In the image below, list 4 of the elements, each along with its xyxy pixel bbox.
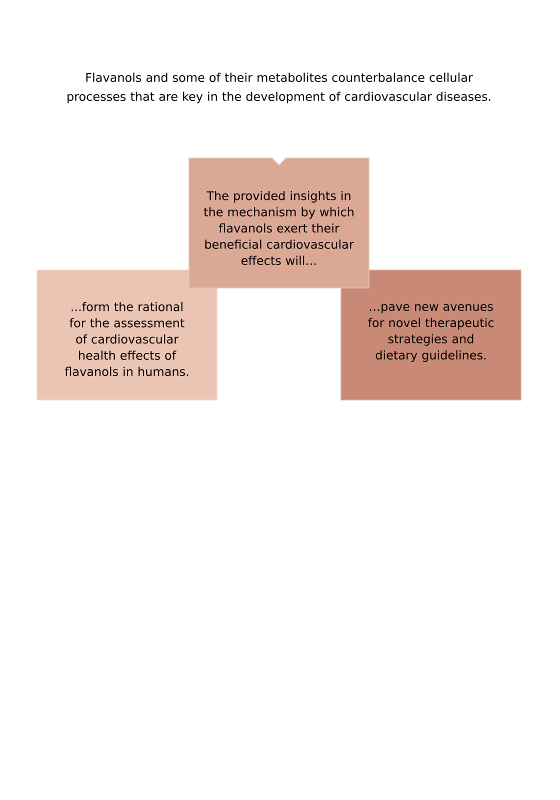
title: Flavanols and some of their metabolites counterbalance cellular processes that are key in the development of cardiovascular diseases. [68, 72, 490, 104]
text-box: ...form the rational for the assessment of cardiovascular health effects of flavanols in humans. [36, 270, 218, 400]
text-box: …pave new avenues for novel therapeutic strategies and dietary guidelines. [340, 270, 522, 400]
text-box: The provided insights in the mechanism by which flavanols exert their beneficial cardiovascular effects will… [188, 158, 370, 288]
